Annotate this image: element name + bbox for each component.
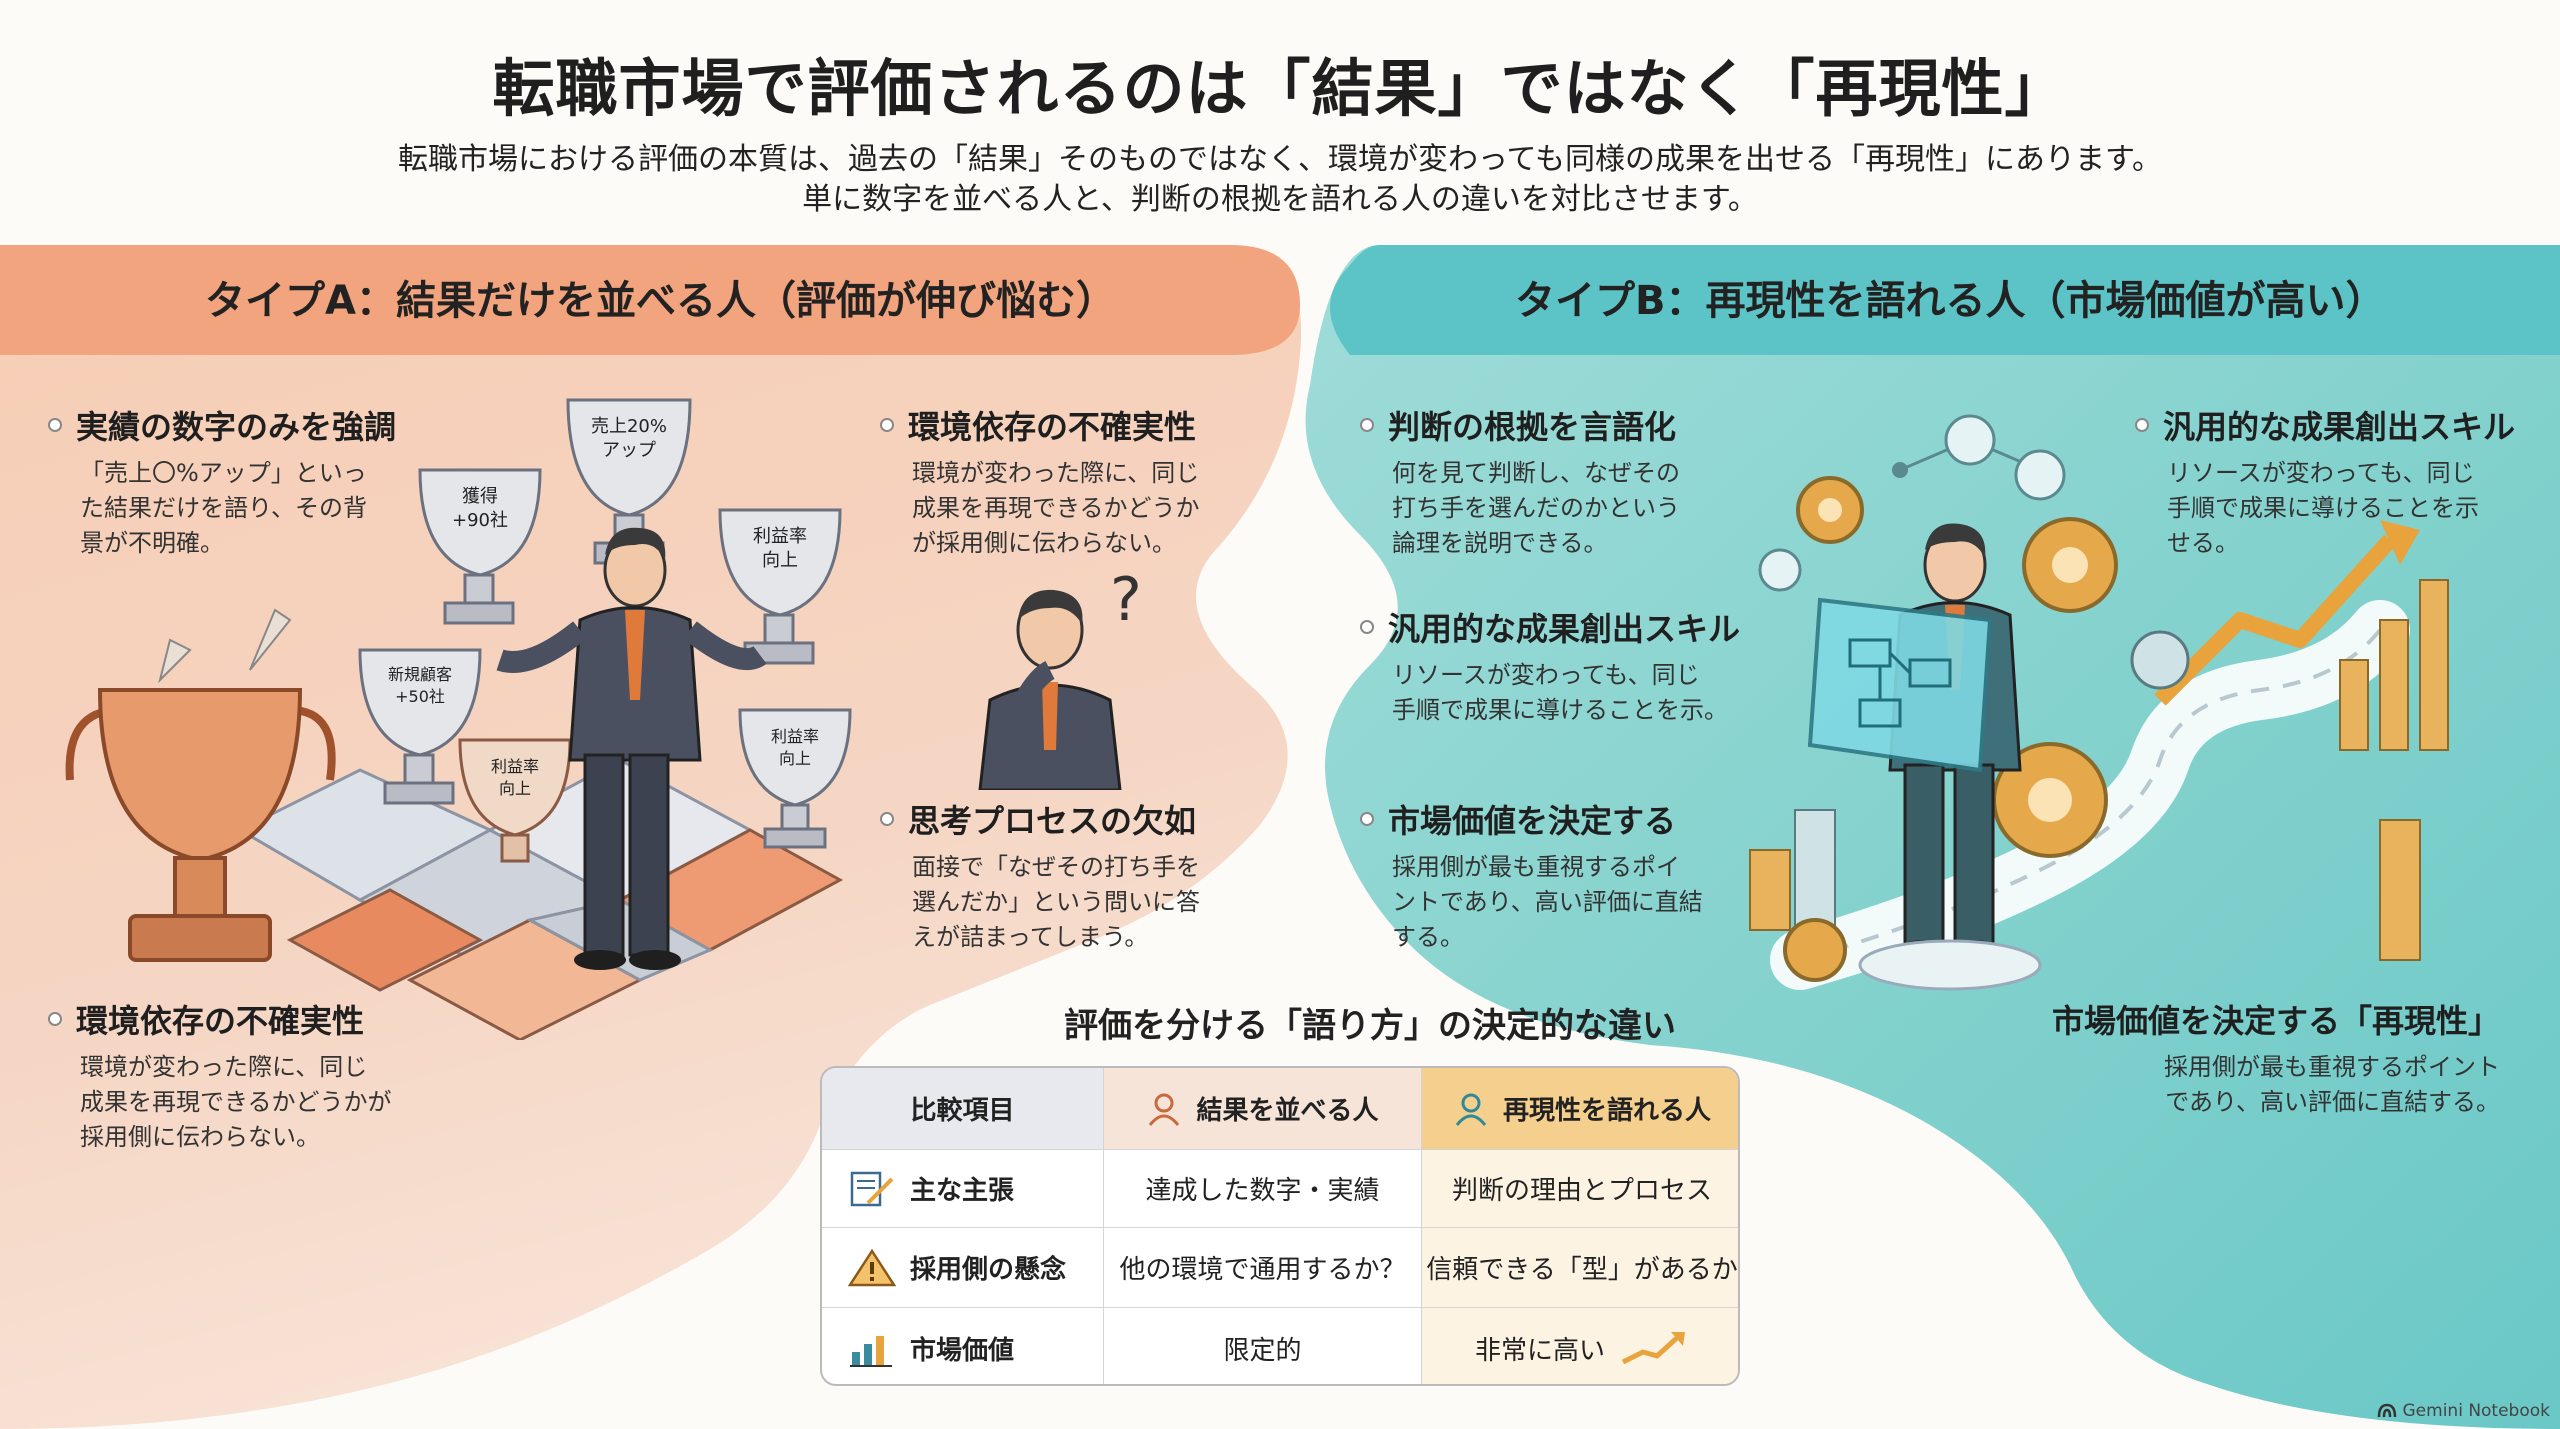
trend-up-arrow-icon	[1621, 1332, 1685, 1365]
type-a-header: タイプA：結果だけを並べる人（評価が伸び悩む）	[205, 278, 1116, 324]
trophy-acquired: 獲得 +90社	[418, 468, 542, 625]
svg-text:利益率: 利益率	[753, 526, 807, 547]
type-a-illustration: 売上20% アップ 獲得 +90社 利益率 向上 新規顧客 +50社 利益率 向…	[65, 398, 852, 1040]
blueprint-board	[1807, 597, 1993, 773]
table-header-item: 比較項目	[822, 1068, 1104, 1150]
comparison-title: 評価を分ける「語り方」の決定的な違い	[1064, 1006, 1676, 1046]
table-cell-claim-a: 達成した数字・実績	[1104, 1150, 1422, 1228]
type-b-point-skill: 汎用的な成果創出スキル リソースが変わっても、同じ手順で成果に導けることを示せる…	[2135, 402, 2555, 561]
growth-arrow-icon	[2154, 534, 2396, 706]
document-pen-icon	[850, 1171, 894, 1206]
type-b-point-skill-2: 汎用的な成果創出スキル リソースが変わっても、同じ手順で成果に導けることを示。	[1360, 604, 1780, 728]
trophy-profit-1: 利益率 向上	[718, 508, 842, 665]
table-cell-market-b: 非常に高い	[1422, 1308, 1738, 1384]
table-cell-market-a: 限定的	[1104, 1308, 1422, 1384]
trophy-new-clients: 新規顧客 +50社	[358, 648, 482, 805]
question-mark-icon: ?	[1110, 565, 1140, 635]
bar-chart-decoration	[1749, 579, 2449, 961]
type-b-point-market: 市場価値を決定する 採用側が最も重視するポイントであり、高い評価に直結する。	[1360, 796, 1760, 955]
type-b-point-reproducibility: 市場価値を決定する「再現性」 採用側が最も重視するポイントであり、高い評価に直結…	[2051, 1002, 2500, 1116]
person-teal-icon	[1455, 1093, 1487, 1126]
type-a-point-process: 思考プロセスの欠如 面接で「なぜその打ち手を選んだか」という問いに答えが詰まって…	[880, 796, 1300, 955]
comparison-table: 比較項目 結果を並べる人 再現性を語れる人 主な主張 達成した数字・実績 判断の…	[820, 1066, 1740, 1386]
svg-text:アップ: アップ	[602, 440, 656, 461]
table-row-label-market: 市場価値	[822, 1308, 1104, 1384]
table-row-label-claim: 主な主張	[822, 1150, 1104, 1228]
svg-text:新規顧客: 新規顧客	[388, 665, 452, 684]
type-a-point-env-2: 環境依存の不確実性 環境が変わった際に、同じ成果を再現できるかどうかが採用側に伝…	[48, 996, 488, 1155]
table-cell-concern-a: 他の環境で通用するか？	[1104, 1228, 1422, 1308]
trophy-profit-2: 利益率 向上	[458, 738, 572, 863]
svg-text:利益率: 利益率	[491, 757, 539, 776]
warning-icon	[848, 1248, 896, 1286]
trophy-profit-3: 利益率 向上	[738, 708, 852, 849]
bullet-icon	[48, 1012, 62, 1026]
svg-text:向上: 向上	[499, 779, 531, 798]
type-a-point-env: 環境依存の不確実性 環境が変わった際に、同じ成果を再現できるかどうかが採用側に伝…	[880, 402, 1300, 561]
bullet-icon	[48, 418, 62, 432]
svg-text:利益率: 利益率	[771, 727, 819, 746]
table-header-reproducible-person: 再現性を語れる人	[1422, 1068, 1738, 1150]
bullet-icon	[2135, 418, 2149, 432]
bullet-icon	[1360, 620, 1374, 634]
type-b-header: タイプB：再現性を語れる人（市場価値が高い）	[1515, 278, 2386, 324]
subtitle-line-1: 転職市場における評価の本質は、過去の「結果」そのものではなく、環境が変わっても同…	[398, 142, 2162, 177]
table-header-result-person: 結果を並べる人	[1104, 1068, 1422, 1150]
confused-businessman: ?	[978, 565, 1140, 790]
bullet-icon	[880, 418, 894, 432]
bullet-icon	[1360, 812, 1374, 826]
table-row-label-concern: 採用側の懸念	[822, 1228, 1104, 1308]
bar-chart-icon	[850, 1336, 892, 1367]
svg-text:向上: 向上	[779, 749, 811, 768]
table-cell-claim-b: 判断の理由とプロセス	[1422, 1150, 1738, 1228]
large-trophy-icon	[65, 608, 336, 962]
svg-text:+90社: +90社	[452, 510, 508, 531]
type-b-illustration	[1749, 414, 2449, 991]
type-b-point-logic: 判断の根拠を言語化 何を見て判断し、なぜその打ち手を選んだのかという論理を説明で…	[1360, 402, 1760, 561]
type-a-point-numbers: 実績の数字のみを強調 「売上〇%アップ」といった結果だけを語り、その背景が不明確…	[48, 402, 468, 561]
svg-text:向上: 向上	[762, 550, 798, 571]
svg-text:獲得: 獲得	[462, 486, 498, 507]
brand-footer: Gemini Notebook	[2377, 1401, 2550, 1421]
subtitle-line-2: 単に数字を並べる人と、判断の根拠を語れる人の違いを対比させます。	[802, 182, 1758, 217]
businessman-boasting	[496, 527, 767, 970]
table-cell-concern-b: 信頼できる「型」があるか	[1422, 1228, 1738, 1308]
gear-icon	[1783, 476, 2190, 982]
page-title: 転職市場で評価されるのは「結果」ではなく「再現性」	[492, 52, 2068, 125]
brand-logo-icon	[2377, 1403, 2396, 1418]
trophy-sales-label: 売上20%	[591, 416, 667, 437]
network-nodes-icon	[1758, 414, 2066, 592]
person-orange-icon	[1149, 1093, 1180, 1126]
bullet-icon	[880, 812, 894, 826]
svg-text:+50社: +50社	[395, 687, 445, 706]
businessman-with-blueprint	[1807, 523, 2042, 991]
bullet-icon	[1360, 418, 1374, 432]
